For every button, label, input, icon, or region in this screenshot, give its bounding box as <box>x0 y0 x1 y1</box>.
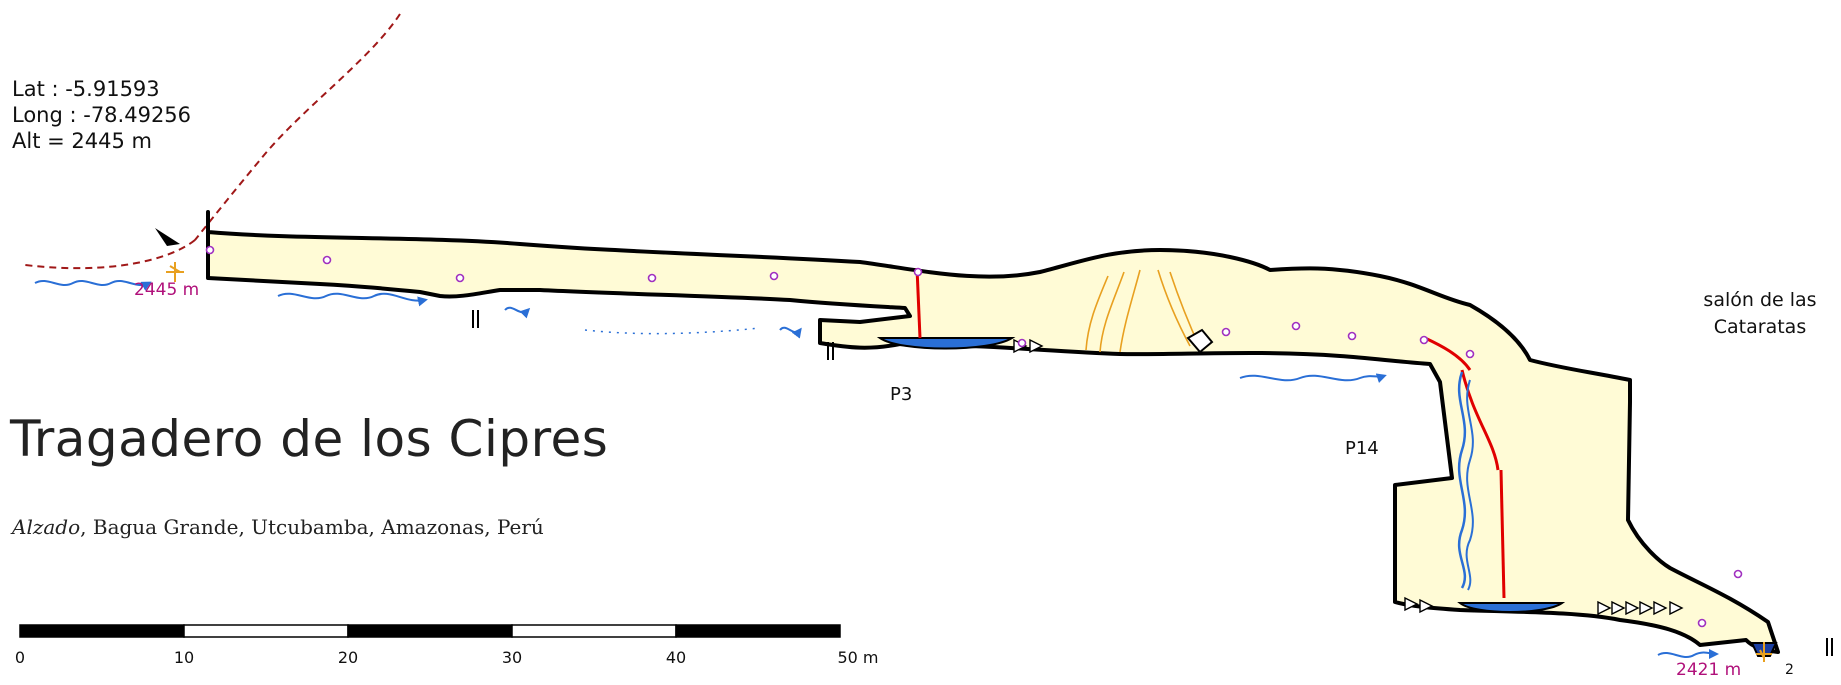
water-flow-arrow-icon <box>277 292 428 307</box>
scale-bar <box>19 624 841 638</box>
waterfall-icon <box>1457 371 1467 589</box>
map-title: Tragadero de los Cipres <box>10 410 609 468</box>
entrance-altitude-label: 2445 m <box>134 280 200 300</box>
survey-station-icon <box>455 273 465 283</box>
chamber-label-line1: salón de las <box>1703 289 1817 311</box>
scale-tick-label: 30 <box>501 648 523 667</box>
water-flow-arrow-icon <box>1657 648 1719 659</box>
water-flow-arrow-icon <box>504 306 531 319</box>
survey-station-icon <box>647 273 657 283</box>
scale-segment <box>511 624 677 638</box>
altitude-text: Alt = 2445 m <box>12 129 152 153</box>
map-subtitle: Alzado, Bagua Grande, Utcubamba, Amazona… <box>12 515 544 539</box>
scale-segment <box>183 624 349 638</box>
continuation-mark: 2 <box>1785 662 1794 678</box>
water-flow-arrow-icon <box>1239 373 1387 383</box>
survey-station-icon <box>1017 338 1027 348</box>
water-flow-arrows <box>34 280 1719 659</box>
survey-stations <box>205 245 1743 628</box>
entrance-arrow-icon <box>155 228 180 246</box>
scale-tick-label: 0 <box>14 648 26 667</box>
entrance-point-icon <box>166 262 184 282</box>
survey-station-icon <box>205 245 215 255</box>
scale-tick-label: 50 m <box>837 648 879 667</box>
coordinates-block: Lat : -5.91593 Long : -78.49256 Alt = 24… <box>12 76 191 154</box>
survey-station-icon <box>1419 335 1429 345</box>
bottom-altitude-label: 2421 m <box>1676 660 1742 680</box>
survey-station-icon <box>1733 569 1743 579</box>
scale-tick-label: 40 <box>665 648 687 667</box>
break-marks <box>472 310 1833 656</box>
scale-segment <box>675 624 841 638</box>
surface-trail <box>24 13 401 270</box>
rope-lines <box>915 267 1506 599</box>
scale-segment <box>19 624 185 638</box>
survey-station-icon <box>769 271 779 281</box>
subtitle-location: , Bagua Grande, Utcubamba, Amazonas, Per… <box>80 515 544 539</box>
water-pool <box>876 337 1016 350</box>
subtitle-view-type: Alzado <box>12 515 81 539</box>
survey-station-icon <box>1697 618 1707 628</box>
pitch-label-p3: P3 <box>890 384 913 405</box>
longitude-text: Long : -78.49256 <box>12 103 192 127</box>
cave-passage <box>206 210 1780 654</box>
survey-station-icon <box>1291 321 1301 331</box>
pitch-label-p14: P14 <box>1345 438 1379 459</box>
latitude-text: Lat : -5.91593 <box>12 77 160 101</box>
waterfall-icon <box>1465 379 1474 591</box>
exit-point-icon <box>1756 642 1772 662</box>
sediment-lines <box>1085 269 1201 353</box>
chamber-label: salón de las Cataratas <box>1680 287 1840 341</box>
water-flow-arrow-icon <box>779 326 802 339</box>
scale-segment <box>347 624 513 638</box>
water-flow-arrow-icon <box>34 280 152 291</box>
scale-tick-label: 20 <box>337 648 359 667</box>
scale-tick-label: 10 <box>173 648 195 667</box>
chamber-label-line2: Cataratas <box>1713 316 1807 338</box>
boulder-icon <box>1186 328 1214 354</box>
survey-station-icon <box>913 267 923 277</box>
survey-station-icon <box>1465 349 1475 359</box>
dotted-flow <box>584 327 761 335</box>
survey-station-icon <box>1347 331 1357 341</box>
survey-station-icon <box>1221 327 1231 337</box>
survey-station-icon <box>322 255 332 265</box>
water-pool <box>1457 602 1566 613</box>
